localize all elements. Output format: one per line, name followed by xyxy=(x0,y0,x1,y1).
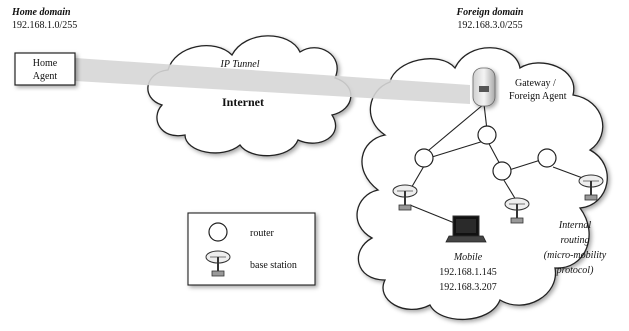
internet-label: Internet xyxy=(222,95,264,109)
legend-box xyxy=(187,212,316,286)
ip-tunnel-label: IP Tunnel xyxy=(220,59,260,70)
home-domain-subnet: 192.168.1.0/255 xyxy=(12,20,77,31)
home-domain-title: Home domain xyxy=(11,7,71,18)
router-right xyxy=(537,148,557,168)
gateway-device xyxy=(472,67,496,107)
router-top xyxy=(477,125,497,145)
foreign-domain-title: Foreign domain xyxy=(456,7,524,18)
ip-tunnel xyxy=(75,58,470,104)
legend-router-icon xyxy=(208,222,228,242)
home-agent-box xyxy=(14,52,76,86)
home-agent-label-2: Agent xyxy=(33,71,58,82)
base-station-middle xyxy=(504,197,530,224)
router-left xyxy=(414,148,434,168)
base-station-right xyxy=(578,174,604,201)
laptop-icon xyxy=(445,215,487,243)
router-middle xyxy=(492,161,512,181)
gateway-label-1: Gateway / xyxy=(515,78,556,89)
foreign-domain-subnet: 192.168.3.0/255 xyxy=(457,20,522,31)
legend-base-station-label: base station xyxy=(250,260,297,271)
internal-routing-line-2: routing xyxy=(560,235,589,246)
legend-base-station-icon xyxy=(205,250,231,277)
internet-cloud xyxy=(147,35,352,157)
internal-routing-line-1: Internal xyxy=(558,220,591,231)
foreign-domain-cloud xyxy=(356,47,608,321)
internal-routing-line-4: protocol) xyxy=(556,265,595,276)
base-station-left xyxy=(392,184,418,211)
legend-router-label: router xyxy=(250,228,275,239)
home-agent-label-1: Home xyxy=(33,58,58,69)
mobile-label: Mobile xyxy=(453,252,483,263)
gateway-label-2: Foreign Agent xyxy=(509,91,567,102)
mobile-ip-2: 192.168.3.207 xyxy=(439,282,497,293)
internal-routing-line-3: (micro-mobility xyxy=(544,250,607,261)
mobile-ip-1: 192.168.1.145 xyxy=(439,267,497,278)
